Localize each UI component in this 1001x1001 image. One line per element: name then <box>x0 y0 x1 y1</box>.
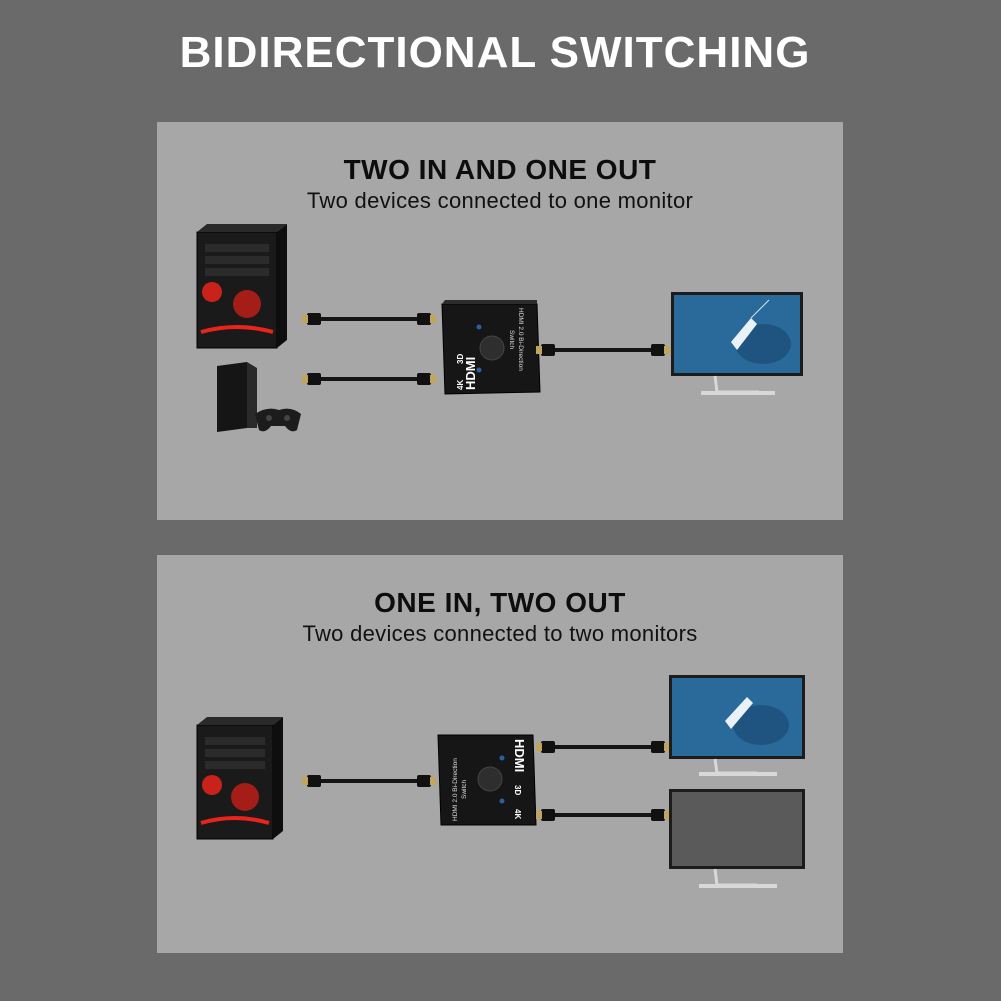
connection-diagram-bottom: HDMI 3D 4K HDMI 2.0 Bi-Direction Switch <box>196 675 805 888</box>
switch-brand-label: HDMI <box>463 357 478 390</box>
switch-model-line1: HDMI 2.0 Bi-Direction <box>452 758 459 821</box>
panel-subheading: Two devices connected to one monitor <box>306 188 694 213</box>
hdmi-cable-input-1 <box>302 313 436 325</box>
hdmi-cable-output-1 <box>536 741 670 753</box>
hdmi-switch-box: HDMI 3D 4K HDMI 2.0 Bi-Direction Switch <box>437 734 537 826</box>
hdmi-cable-input-2 <box>302 373 436 385</box>
switch-4k-badge: 4K <box>513 809 522 819</box>
switch-3d-badge: 3D <box>456 354 465 364</box>
switch-model-line2: Switch <box>461 779 468 799</box>
pc-tower-icon <box>196 224 287 349</box>
panel-subheading: Two devices connected to two monitors <box>302 621 698 646</box>
switch-3d-badge: 3D <box>513 785 522 795</box>
monitor-icon <box>671 292 803 395</box>
pc-tower-icon <box>196 717 283 840</box>
panel-two-in-one-out: TWO IN AND ONE OUT Two devices connected… <box>157 122 843 520</box>
switch-model-line1: HDMI 2.0 Bi-Direction <box>517 308 524 371</box>
hdmi-cable-input <box>302 775 436 787</box>
panel-heading: TWO IN AND ONE OUT <box>343 154 657 185</box>
monitor-icon <box>669 675 805 776</box>
monitor-off-icon <box>669 789 805 888</box>
hdmi-cable-output <box>536 344 670 356</box>
connection-diagram-top: 4K 3D HDMI HDMI 2.0 Bi-Direction Switch <box>196 224 803 432</box>
hdmi-cable-output-2 <box>536 809 670 821</box>
game-console-icon <box>217 362 257 432</box>
switch-model-line2: Switch <box>508 330 515 350</box>
hdmi-switch-box: 4K 3D HDMI HDMI 2.0 Bi-Direction Switch <box>441 300 541 395</box>
main-title: BIDIRECTIONAL SWITCHING <box>179 28 811 77</box>
panel-heading: ONE IN, TWO OUT <box>374 587 626 618</box>
switch-brand-label: HDMI <box>512 739 527 772</box>
gamepad-icon <box>255 408 301 432</box>
panel-one-in-two-out: ONE IN, TWO OUT Two devices connected to… <box>157 555 843 953</box>
switch-4k-badge: 4K <box>456 380 465 390</box>
